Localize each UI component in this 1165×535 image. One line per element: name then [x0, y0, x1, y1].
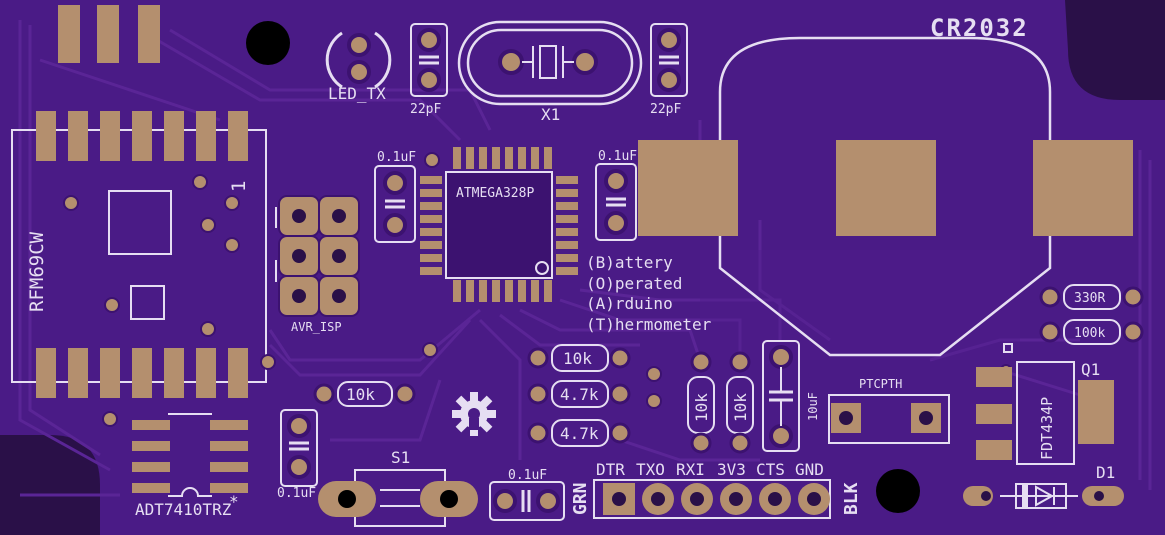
- ftdi-pin-3v3: 3V3: [717, 460, 746, 479]
- cap-mcu-left-label: 0.1uF: [377, 150, 416, 165]
- sensor-label: ADT7410TRZ: [135, 500, 232, 519]
- cap-mcu-right-footprint: [595, 163, 637, 241]
- cap-bottom-left-footprint: [280, 409, 318, 487]
- crystal-footprint: [457, 20, 643, 106]
- cap-22pf-left-label: 22pF: [410, 102, 441, 117]
- cap-mcu-left-footprint: [374, 165, 416, 243]
- description-line-3: (A)rduino: [586, 294, 673, 313]
- corner-cutout-top-right: [1065, 0, 1165, 100]
- diode-footprint: [963, 483, 1124, 509]
- radio-module: [11, 111, 1012, 427]
- resistor-stack: [527, 344, 631, 447]
- radio-pin1-label: 1: [228, 181, 250, 192]
- ftdi-header: [593, 479, 831, 519]
- resistor-b-label: 4.7k: [560, 385, 599, 404]
- led-footprint: [325, 31, 392, 89]
- cap-10uf-label: 10uF: [806, 392, 820, 421]
- corner-cutout-bottom-left: [0, 435, 100, 535]
- description-line-1: (B)attery: [586, 253, 673, 272]
- traces: [18, 20, 1152, 497]
- resistor-10k-s1: [313, 381, 416, 407]
- isp-label: AVR_ISP: [291, 320, 342, 334]
- mounting-hole-bottom: [876, 469, 920, 513]
- crystal-label: X1: [541, 105, 560, 124]
- diode-label: D1: [1096, 463, 1115, 482]
- description-line-2: (O)perated: [586, 274, 682, 293]
- cap-22pf-right-footprint: [650, 23, 688, 97]
- ftdi-left-label: GRN: [570, 482, 591, 515]
- resistor-330r-label: 330R: [1074, 291, 1105, 306]
- ftdi-right-label: BLK: [841, 482, 862, 515]
- radio-label: RFM69CW: [26, 231, 48, 312]
- cap-22pf-right-label: 22pF: [650, 102, 681, 117]
- switch-footprint: [318, 469, 478, 527]
- cap-10uf-footprint: [762, 340, 800, 452]
- ftdi-pin-gnd: GND: [795, 460, 824, 479]
- resistor-100k-label: 100k: [1074, 326, 1105, 341]
- mcu-label: ATMEGA328P: [456, 186, 534, 201]
- open-hardware-logo-icon: [452, 392, 496, 436]
- ftdi-pin-cts: CTS: [756, 460, 785, 479]
- ptc-footprint: [828, 394, 950, 444]
- mounting-hole-top: [246, 21, 290, 65]
- top-left-header-pads: [58, 5, 160, 63]
- battery-holder: [638, 36, 1133, 357]
- sensor-footprint: [132, 413, 248, 497]
- resistor-v1-label: 10k: [692, 393, 711, 422]
- cap-22pf-left-footprint: [410, 23, 448, 97]
- resistor-v2-label: 10k: [731, 393, 750, 422]
- resistor-10k-s1-label: 10k: [346, 385, 375, 404]
- description-line-4: (T)hermometer: [586, 315, 712, 334]
- ground-plane-region: [700, 250, 1020, 360]
- q1-label: Q1: [1081, 360, 1100, 379]
- cap-bottom-left-label: 0.1uF: [277, 486, 316, 501]
- cap-bottom-mid-label: 0.1uF: [508, 468, 547, 483]
- ftdi-pin-txo: TXO: [636, 460, 665, 479]
- ftdi-pin-rxi: RXI: [676, 460, 705, 479]
- led-label: LED_TX: [328, 84, 386, 103]
- mosfet-footprint: [976, 343, 1114, 465]
- sensor-pin-marker: *: [229, 492, 239, 511]
- mosfet-label: FDT434P: [1038, 397, 1056, 460]
- ftdi-pin-dtr: DTR: [596, 460, 625, 479]
- resistor-a-label: 10k: [563, 349, 592, 368]
- switch-label: S1: [391, 448, 410, 467]
- resistor-vertical-pair: [687, 351, 754, 454]
- mcu-footprint: [420, 147, 578, 302]
- cap-mcu-right-label: 0.1uF: [598, 149, 637, 164]
- isp-header: [275, 195, 360, 317]
- resistor-c-label: 4.7k: [560, 424, 599, 443]
- resistor-330r-100k: [1039, 284, 1144, 345]
- cap-bottom-mid-footprint: [489, 481, 565, 521]
- ptc-label: PTCPTH: [859, 377, 902, 391]
